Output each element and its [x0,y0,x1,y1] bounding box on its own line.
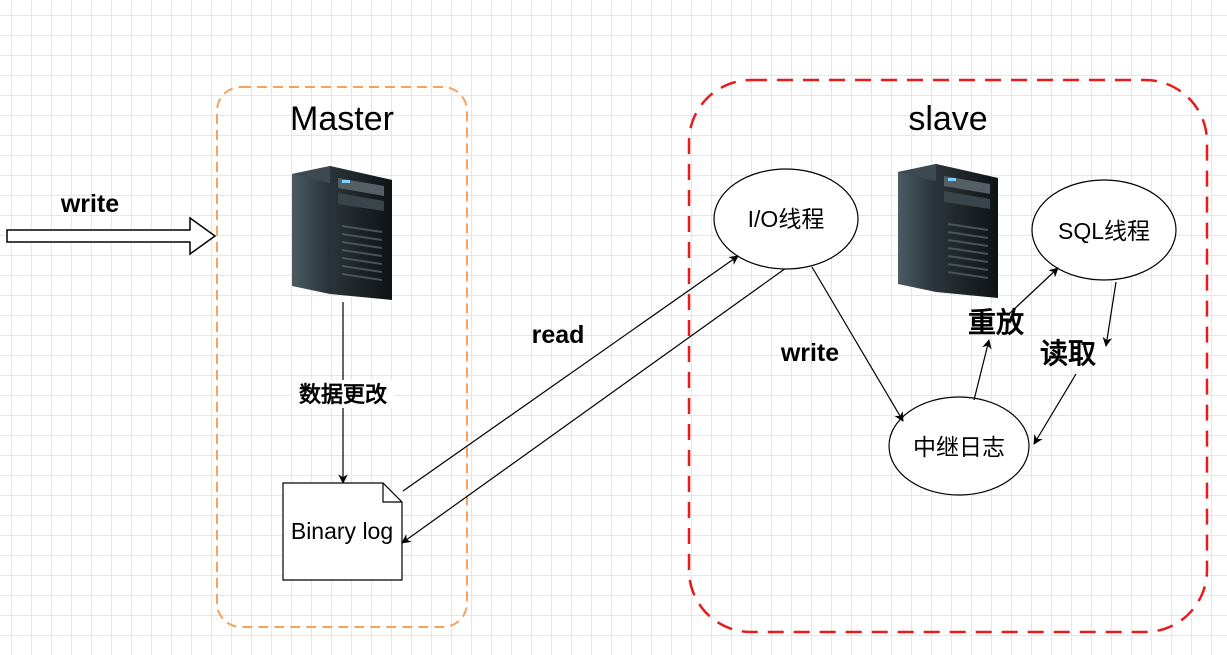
relay-log-node [888,396,1030,496]
read-label: read [532,321,585,349]
slave-server-icon [897,163,999,299]
master-title: Master [290,100,394,138]
relay-write-arrow [811,266,904,422]
data-change-label: 数据更改 [299,382,388,407]
io-thread-label: I/O线程 [748,206,825,232]
sql-thread-node [1031,179,1177,281]
slave-group-box [687,78,1209,634]
read-request-arrow [402,255,739,492]
master-server-icon [291,165,393,301]
fetch-label: 读取 [1040,338,1096,369]
fetch-arrow-lower [1033,373,1077,445]
master-group-box [216,86,468,628]
fetch-arrow-upper [1102,281,1117,347]
slave-title: slave [908,100,987,138]
relay-log-label: 中继日志 [913,434,1005,460]
binary-log-label: Binary log [291,518,393,544]
relay-write-label: write [780,339,839,367]
write-input-label: write [60,190,119,218]
replay-arrow-lower [973,339,992,401]
binlog-transfer-arrow [401,267,787,544]
io-thread-node [713,168,859,270]
document-fold-icon [382,483,402,503]
replay-label: 重放 [968,306,1025,338]
sql-thread-label: SQL线程 [1058,218,1150,244]
replay-arrow-upper [1009,267,1059,314]
incoming-write-arrow [6,216,217,256]
